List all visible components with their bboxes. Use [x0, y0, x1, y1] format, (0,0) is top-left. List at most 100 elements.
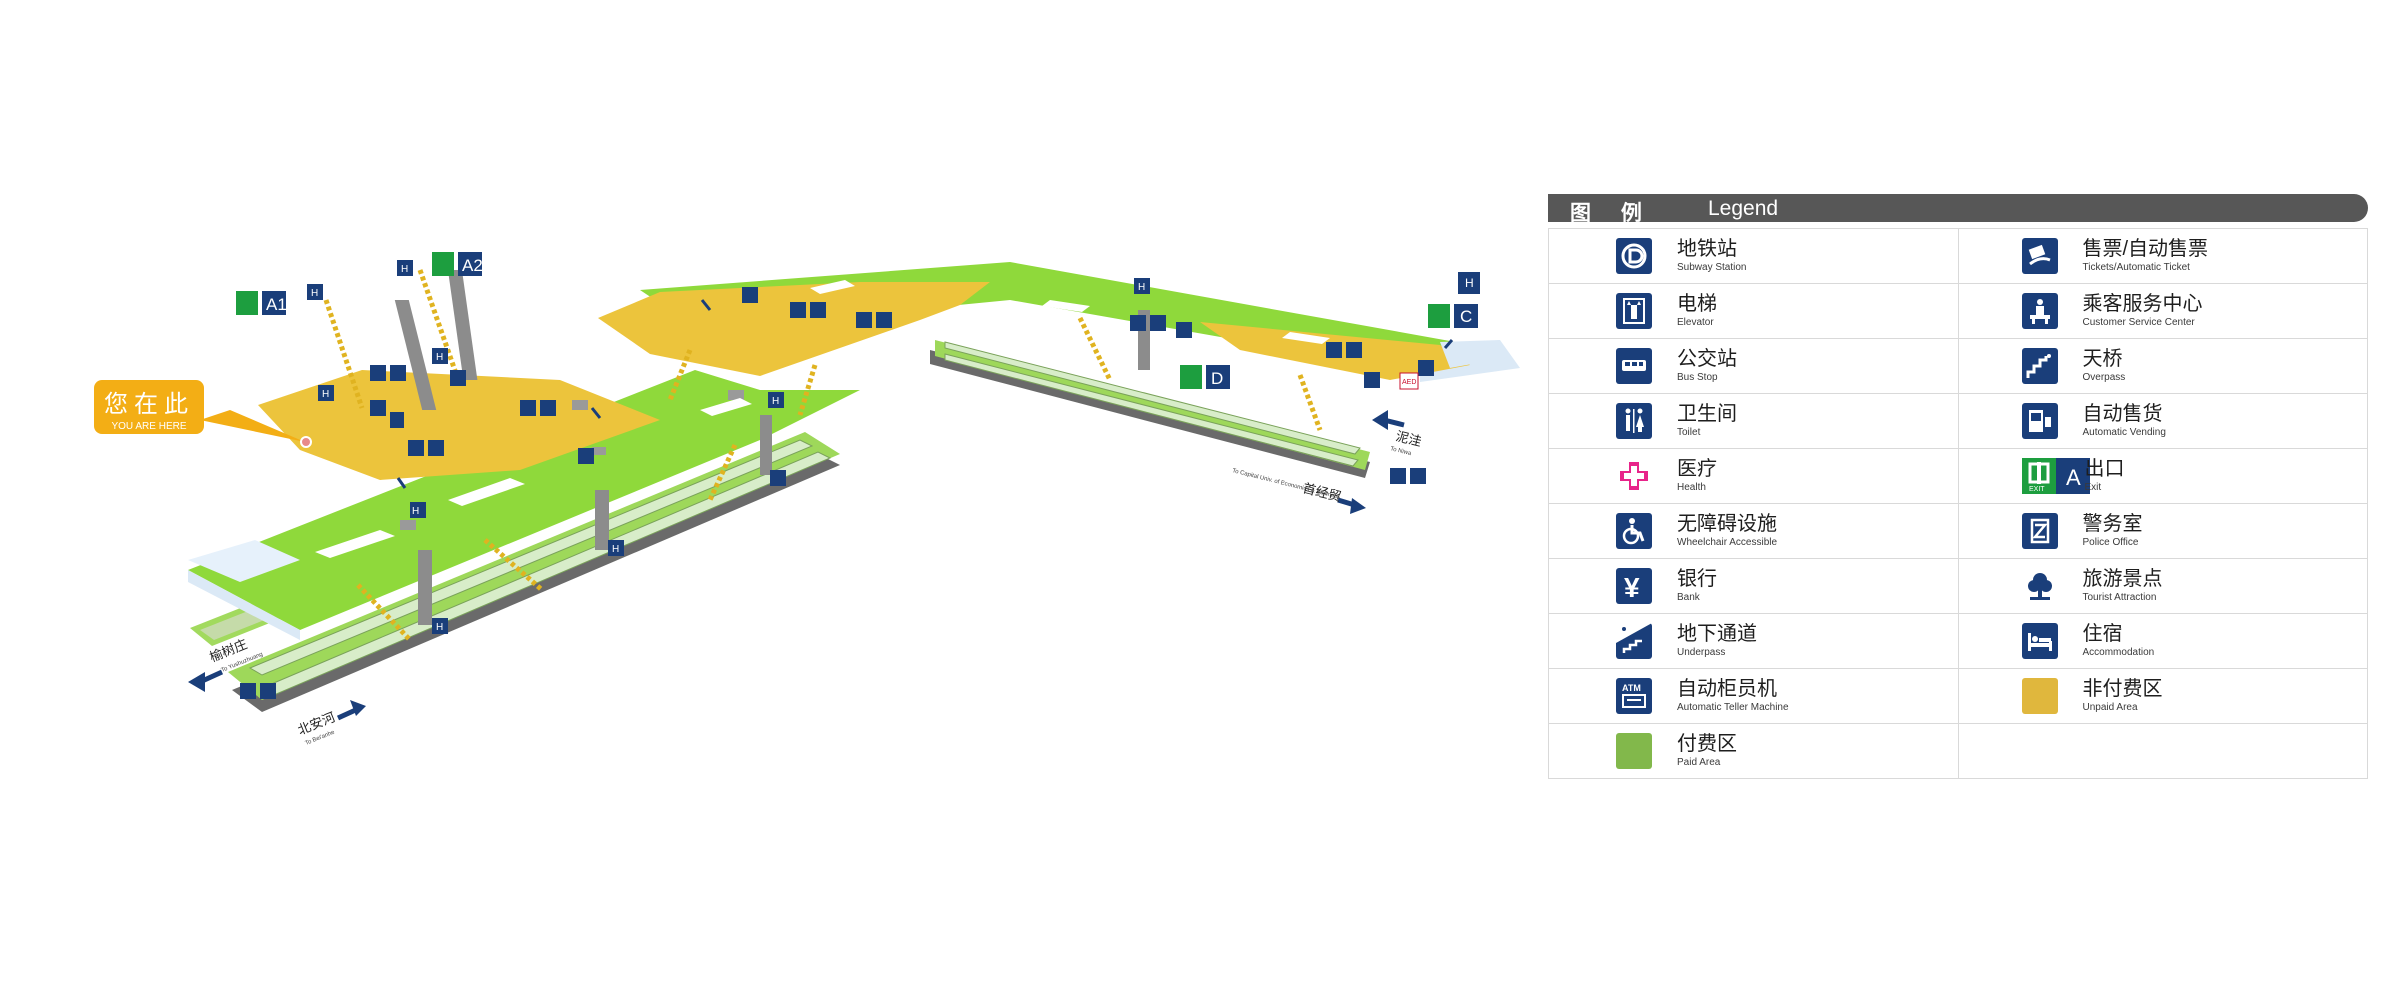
stairs [323, 269, 1323, 642]
map-exit-a2: A2 [432, 252, 483, 276]
exit-a1-label: A1 [266, 295, 287, 314]
police-icon [2021, 513, 2058, 549]
you-are-here-zh: 您在此 [104, 391, 194, 418]
legend-item-underpass: 地下通道 Underpass [1548, 613, 1959, 669]
track-level-right [930, 340, 1370, 478]
direction-niwa: 泥洼 To Niwa [1372, 410, 1423, 457]
legend-label-en: Overpass [2082, 372, 2126, 383]
paid-area-icon [1616, 733, 1652, 769]
legend-label-zh: 无障碍设施 [1677, 513, 1777, 535]
legend-label-en: Health [1677, 482, 1706, 493]
svg-text:AED: AED [1402, 379, 1416, 386]
svg-text:H: H [436, 622, 443, 633]
exit-a2-label: A2 [462, 256, 483, 275]
you-are-here-tag: 您在此 YOU ARE HERE [94, 380, 204, 434]
legend-label-en: Customer Service Center [2082, 317, 2195, 328]
ticket-icon [2021, 238, 2058, 274]
legend-table: 地铁站 Subway Station 售票/自动售票 Tickets/Automat… [1548, 228, 2368, 779]
you-are-here-en: YOU ARE HERE [111, 421, 187, 432]
svg-text:A: A [2066, 465, 2081, 490]
underpass-icon [1616, 623, 1652, 659]
svg-text:To Niwa: To Niwa [1390, 446, 1413, 457]
legend-label-en: Subway Station [1677, 262, 1747, 273]
legend-label-zh: 非付费区 [2082, 678, 2163, 700]
health-icon [1616, 458, 1652, 494]
vending-icon [2021, 403, 2058, 439]
svg-text:H: H [401, 264, 408, 275]
customer-service-icon [2021, 293, 2058, 329]
legend-item-accommodation: 住宿 Accommodation [1957, 613, 2368, 669]
svg-text:H: H [412, 506, 419, 517]
legend-label-en: Paid Area [1677, 757, 1721, 768]
svg-text:¥: ¥ [1624, 572, 1640, 603]
legend-label-zh: 医疗 [1677, 458, 1717, 480]
legend-label-en: Tourist Attraction [2082, 592, 2157, 603]
accommodation-icon [2021, 623, 2058, 659]
openings [315, 280, 1330, 558]
legend-label-zh: 自动售货 [2082, 403, 2163, 425]
legend-label-en: Tickets/Automatic Ticket [2082, 262, 2190, 273]
you-are-here-pointer [200, 410, 305, 442]
svg-text:ATM: ATM [1622, 683, 1641, 693]
exit-d-label: D [1211, 369, 1223, 388]
legend-label-en: Automatic Vending [2082, 427, 2166, 438]
legend-item-tickets: 售票/自动售票 Tickets/Automatic Ticket [1957, 228, 2368, 284]
legend-label-zh: 旅游景点 [2082, 568, 2163, 590]
unpaid-areas [258, 282, 1505, 480]
bank-icon: ¥ [1616, 568, 1652, 604]
map-direction-arrows [396, 299, 1454, 489]
svg-text:H: H [612, 544, 619, 555]
legend-label-zh: 卫生间 [1677, 403, 1737, 425]
svg-text:EXIT: EXIT [2029, 486, 2045, 493]
direction-beianhe: 北安河 To Bei'anhe [296, 700, 366, 747]
map-icon-marks: HHH HHH HHH H [311, 264, 1474, 633]
exit-c-label: C [1460, 307, 1472, 326]
svg-text:H: H [1465, 276, 1474, 290]
legend-label-en: Automatic Teller Machine [1677, 702, 1789, 713]
map-exit-d: D [1180, 365, 1230, 389]
map-exit-a1: A1 [236, 291, 287, 315]
svg-text:H: H [772, 396, 779, 407]
legend-label-zh: 付费区 [1677, 733, 1737, 755]
legend-item-paid-area: 付费区 Paid Area [1548, 723, 1959, 779]
legend-label-zh: 银行 [1677, 568, 1717, 590]
legend-label-en: Police Office [2082, 537, 2139, 548]
legend-title-zh: 图 例 [1570, 202, 1654, 225]
map-service-icons [240, 260, 1480, 699]
svg-text:H: H [1138, 282, 1145, 293]
direction-shoujingmao: 首经贸 To Capital Univ. of Economics & Busi… [1232, 468, 1366, 514]
legend-label-zh: 公交站 [1677, 348, 1737, 370]
legend-label-en: Underpass [1677, 647, 1726, 658]
legend-label-en: Bank [1677, 592, 1700, 603]
legend-label-zh: 地铁站 [1677, 238, 1737, 260]
station-map: HHH HHH HHH H A1 A2 C D AED [188, 252, 1520, 747]
legend-item-vending: 自动售货 Automatic Vending [1957, 393, 2368, 449]
legend-label-zh: 警务室 [2082, 513, 2143, 535]
legend-item-customer-service: 乘客服务中心 Customer Service Center [1957, 283, 2368, 339]
legend-label-en: Unpaid Area [2082, 702, 2138, 713]
unpaid-area-icon [2021, 678, 2058, 714]
exit-icon: EXITA1A [2021, 458, 2090, 494]
legend-title-en: Legend [1708, 197, 1779, 220]
legend-label-zh: 乘客服务中心 [2082, 293, 2203, 315]
legend-label-en: Exit [2084, 482, 2102, 493]
legend-label-zh: 地下通道 [1677, 623, 1757, 645]
subway-station-icon [1616, 238, 1652, 274]
legend-label-en: Bus Stop [1677, 372, 1718, 383]
tourist-icon [2022, 568, 2058, 604]
legend-label-en: Accommodation [2082, 647, 2155, 658]
map-exit-c: C [1428, 304, 1478, 328]
legend-label-zh: 住宿 [2082, 623, 2123, 645]
legend-label-zh: 出口 [2084, 458, 2125, 480]
fare-gates [400, 390, 744, 530]
legend-label-en: Toilet [1677, 427, 1701, 438]
legend-label-zh: 售票/自动售票 [2082, 238, 2209, 260]
pillars [394, 270, 1150, 625]
legend-header: 图 例 Legend [1548, 194, 2368, 225]
legend-item-police: 警务室 Police Office [1957, 503, 2368, 559]
wheelchair-icon [1616, 513, 1652, 549]
